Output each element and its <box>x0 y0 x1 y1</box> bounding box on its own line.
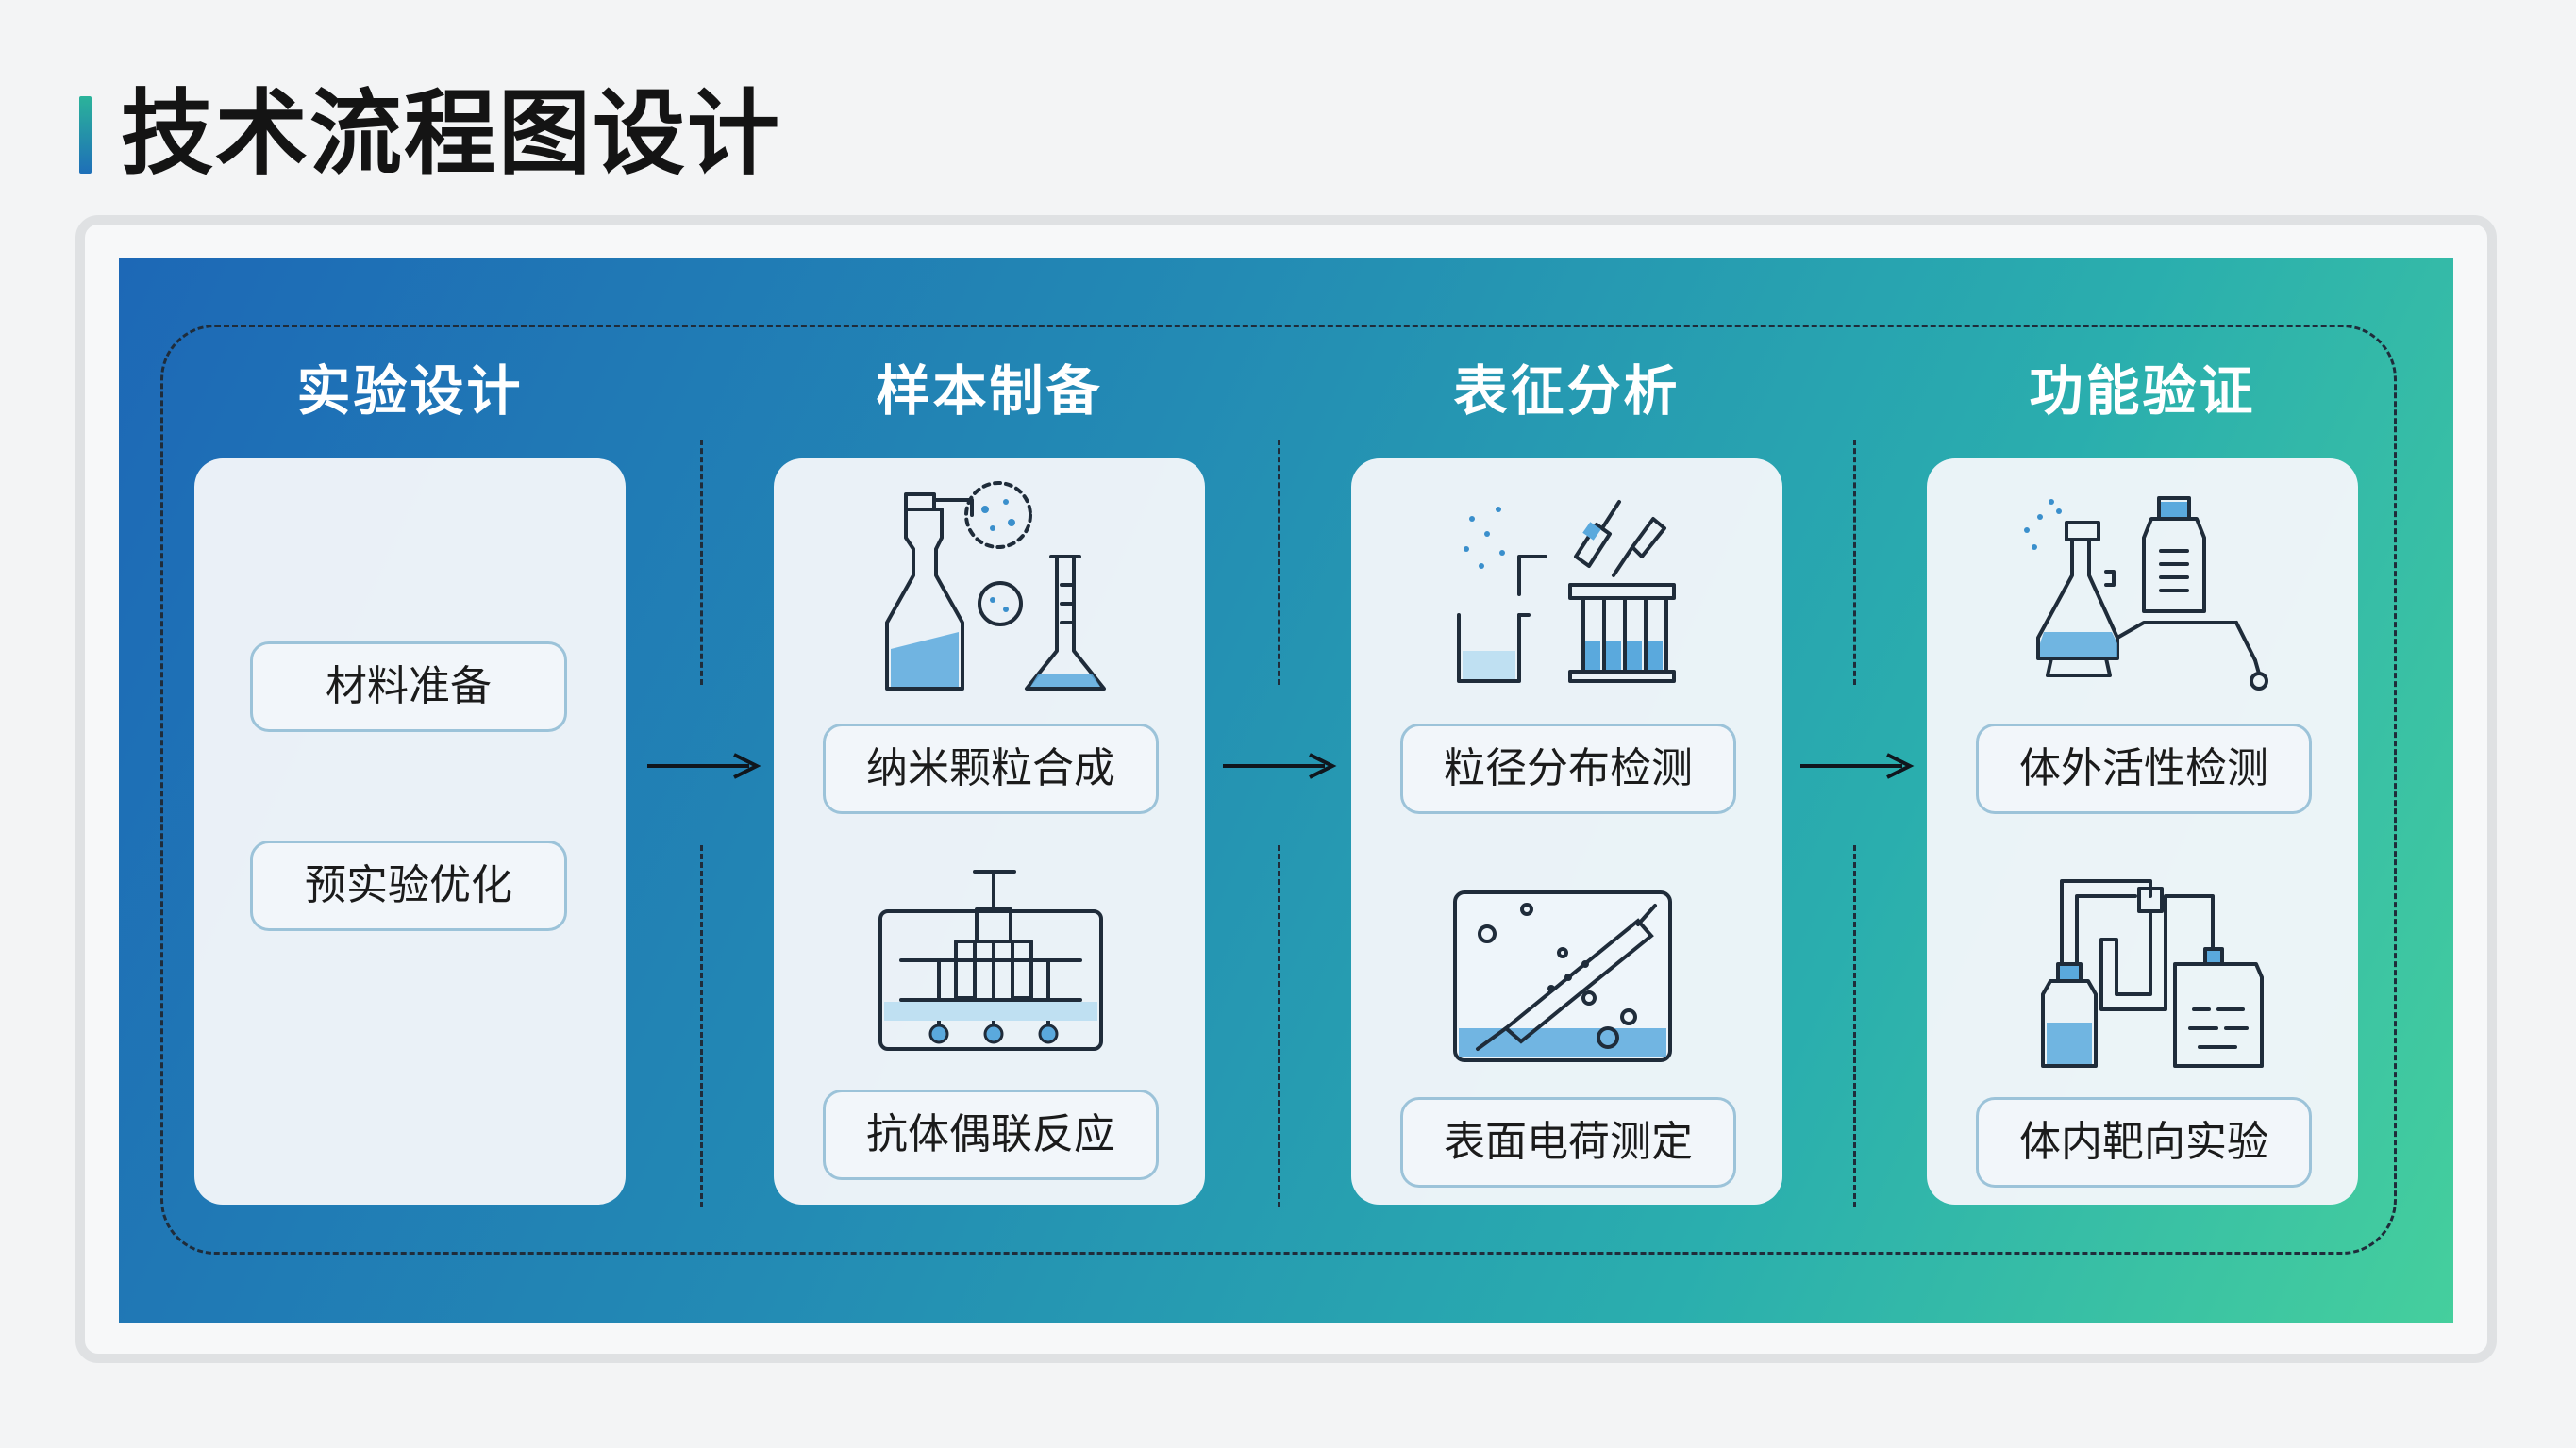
step-pill: 表面电荷测定 <box>1400 1097 1736 1188</box>
arrow-right-icon <box>647 753 761 779</box>
electrode-probe-icon <box>1453 890 1672 1062</box>
stage-heading: 功能验证 <box>2029 360 2256 423</box>
separator-top-3 <box>1853 440 1856 685</box>
step-pill: 体外活性检测 <box>1976 724 2312 814</box>
stage-card <box>774 458 1205 1205</box>
step-pill: 粒径分布检测 <box>1400 724 1736 814</box>
connected-bottles-icon <box>2041 879 2264 1068</box>
separator-top-1 <box>700 440 703 685</box>
stage-card <box>194 458 626 1205</box>
dashed-boundary <box>160 325 2397 1255</box>
stage-heading: 实验设计 <box>296 360 524 423</box>
stage-card <box>1351 458 1782 1205</box>
separator-bottom-3 <box>1853 845 1856 1207</box>
separator-top-2 <box>1278 440 1280 685</box>
step-pill: 体内靶向实验 <box>1976 1097 2312 1188</box>
page-title: 技术流程图设计 <box>121 80 782 188</box>
step-pill: 材料准备 <box>250 641 567 732</box>
step-pill: 抗体偶联反应 <box>823 1090 1159 1180</box>
step-pill: 纳米颗粒合成 <box>823 724 1159 814</box>
step-pill: 预实验优化 <box>250 841 567 931</box>
stage-heading: 样本制备 <box>876 360 1103 423</box>
flask-dispenser-icon <box>2024 496 2268 691</box>
pipette-test-tubes-icon <box>1457 500 1676 683</box>
stage-heading: 表征分析 <box>1453 360 1681 423</box>
reactor-apparatus-icon <box>878 870 1103 1051</box>
lab-glassware-icon <box>885 481 1106 691</box>
separator-bottom-2 <box>1278 845 1280 1207</box>
arrow-right-icon <box>1223 753 1337 779</box>
title-accent-bar <box>79 96 92 174</box>
separator-bottom-1 <box>700 845 703 1207</box>
arrow-right-icon <box>1800 753 1915 779</box>
